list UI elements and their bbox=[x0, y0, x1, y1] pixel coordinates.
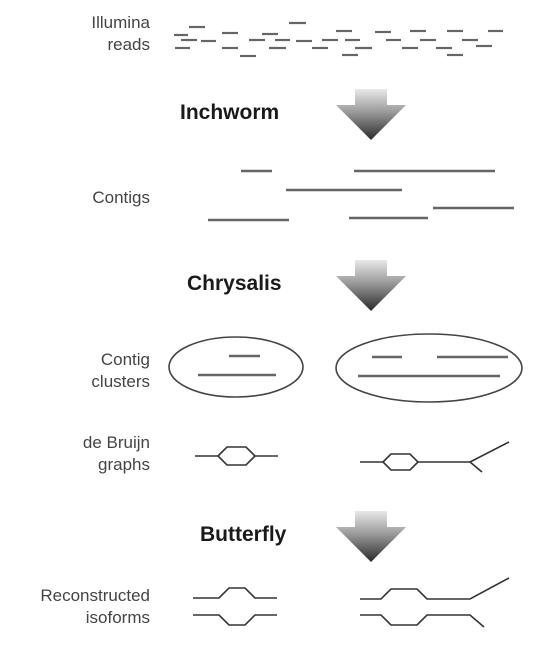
cluster-ellipse bbox=[335, 333, 523, 403]
contigs bbox=[208, 169, 514, 222]
clusters-label-line1: Contig bbox=[100, 350, 150, 369]
contig-clusters bbox=[168, 333, 523, 403]
graph-bubble bbox=[216, 446, 257, 466]
isoforms-label-line1: Reconstructed bbox=[40, 586, 150, 605]
graph-branch bbox=[469, 461, 483, 473]
reads-label-line1: Illumina bbox=[91, 13, 150, 32]
isoform bbox=[193, 587, 277, 599]
graphs-label-line1: de Bruijn bbox=[82, 433, 150, 452]
graph-bubble bbox=[381, 453, 420, 471]
isoform bbox=[360, 577, 510, 600]
reads-label: Illumina reads bbox=[91, 12, 150, 56]
reconstructed-isoforms bbox=[193, 577, 510, 628]
arrow-down-icon bbox=[336, 511, 406, 562]
arrow-down-icon bbox=[336, 260, 406, 311]
arrow-down-icon bbox=[336, 89, 406, 140]
isoform bbox=[360, 614, 485, 628]
graphs-label-line2: graphs bbox=[98, 455, 150, 474]
reads-label-line2: reads bbox=[107, 35, 150, 54]
de-bruijn-graphs bbox=[195, 441, 510, 473]
graphs-label: de Bruijn graphs bbox=[83, 432, 150, 476]
isoform bbox=[193, 614, 277, 626]
clusters-label: Contig clusters bbox=[91, 349, 150, 393]
stage-inchworm: Inchworm bbox=[180, 101, 280, 124]
stage-chrysalis: Chrysalis bbox=[187, 272, 282, 295]
contigs-label: Contigs bbox=[92, 187, 150, 209]
illumina-reads bbox=[174, 21, 503, 58]
graph-branch bbox=[469, 441, 510, 463]
clusters-label-line2: clusters bbox=[91, 372, 150, 391]
contigs-label-text: Contigs bbox=[92, 188, 150, 207]
cluster-ellipse bbox=[168, 336, 304, 398]
stage-butterfly: Butterfly bbox=[200, 523, 287, 546]
isoforms-label: Reconstructed isoforms bbox=[40, 585, 150, 629]
isoforms-label-line2: isoforms bbox=[85, 608, 150, 627]
